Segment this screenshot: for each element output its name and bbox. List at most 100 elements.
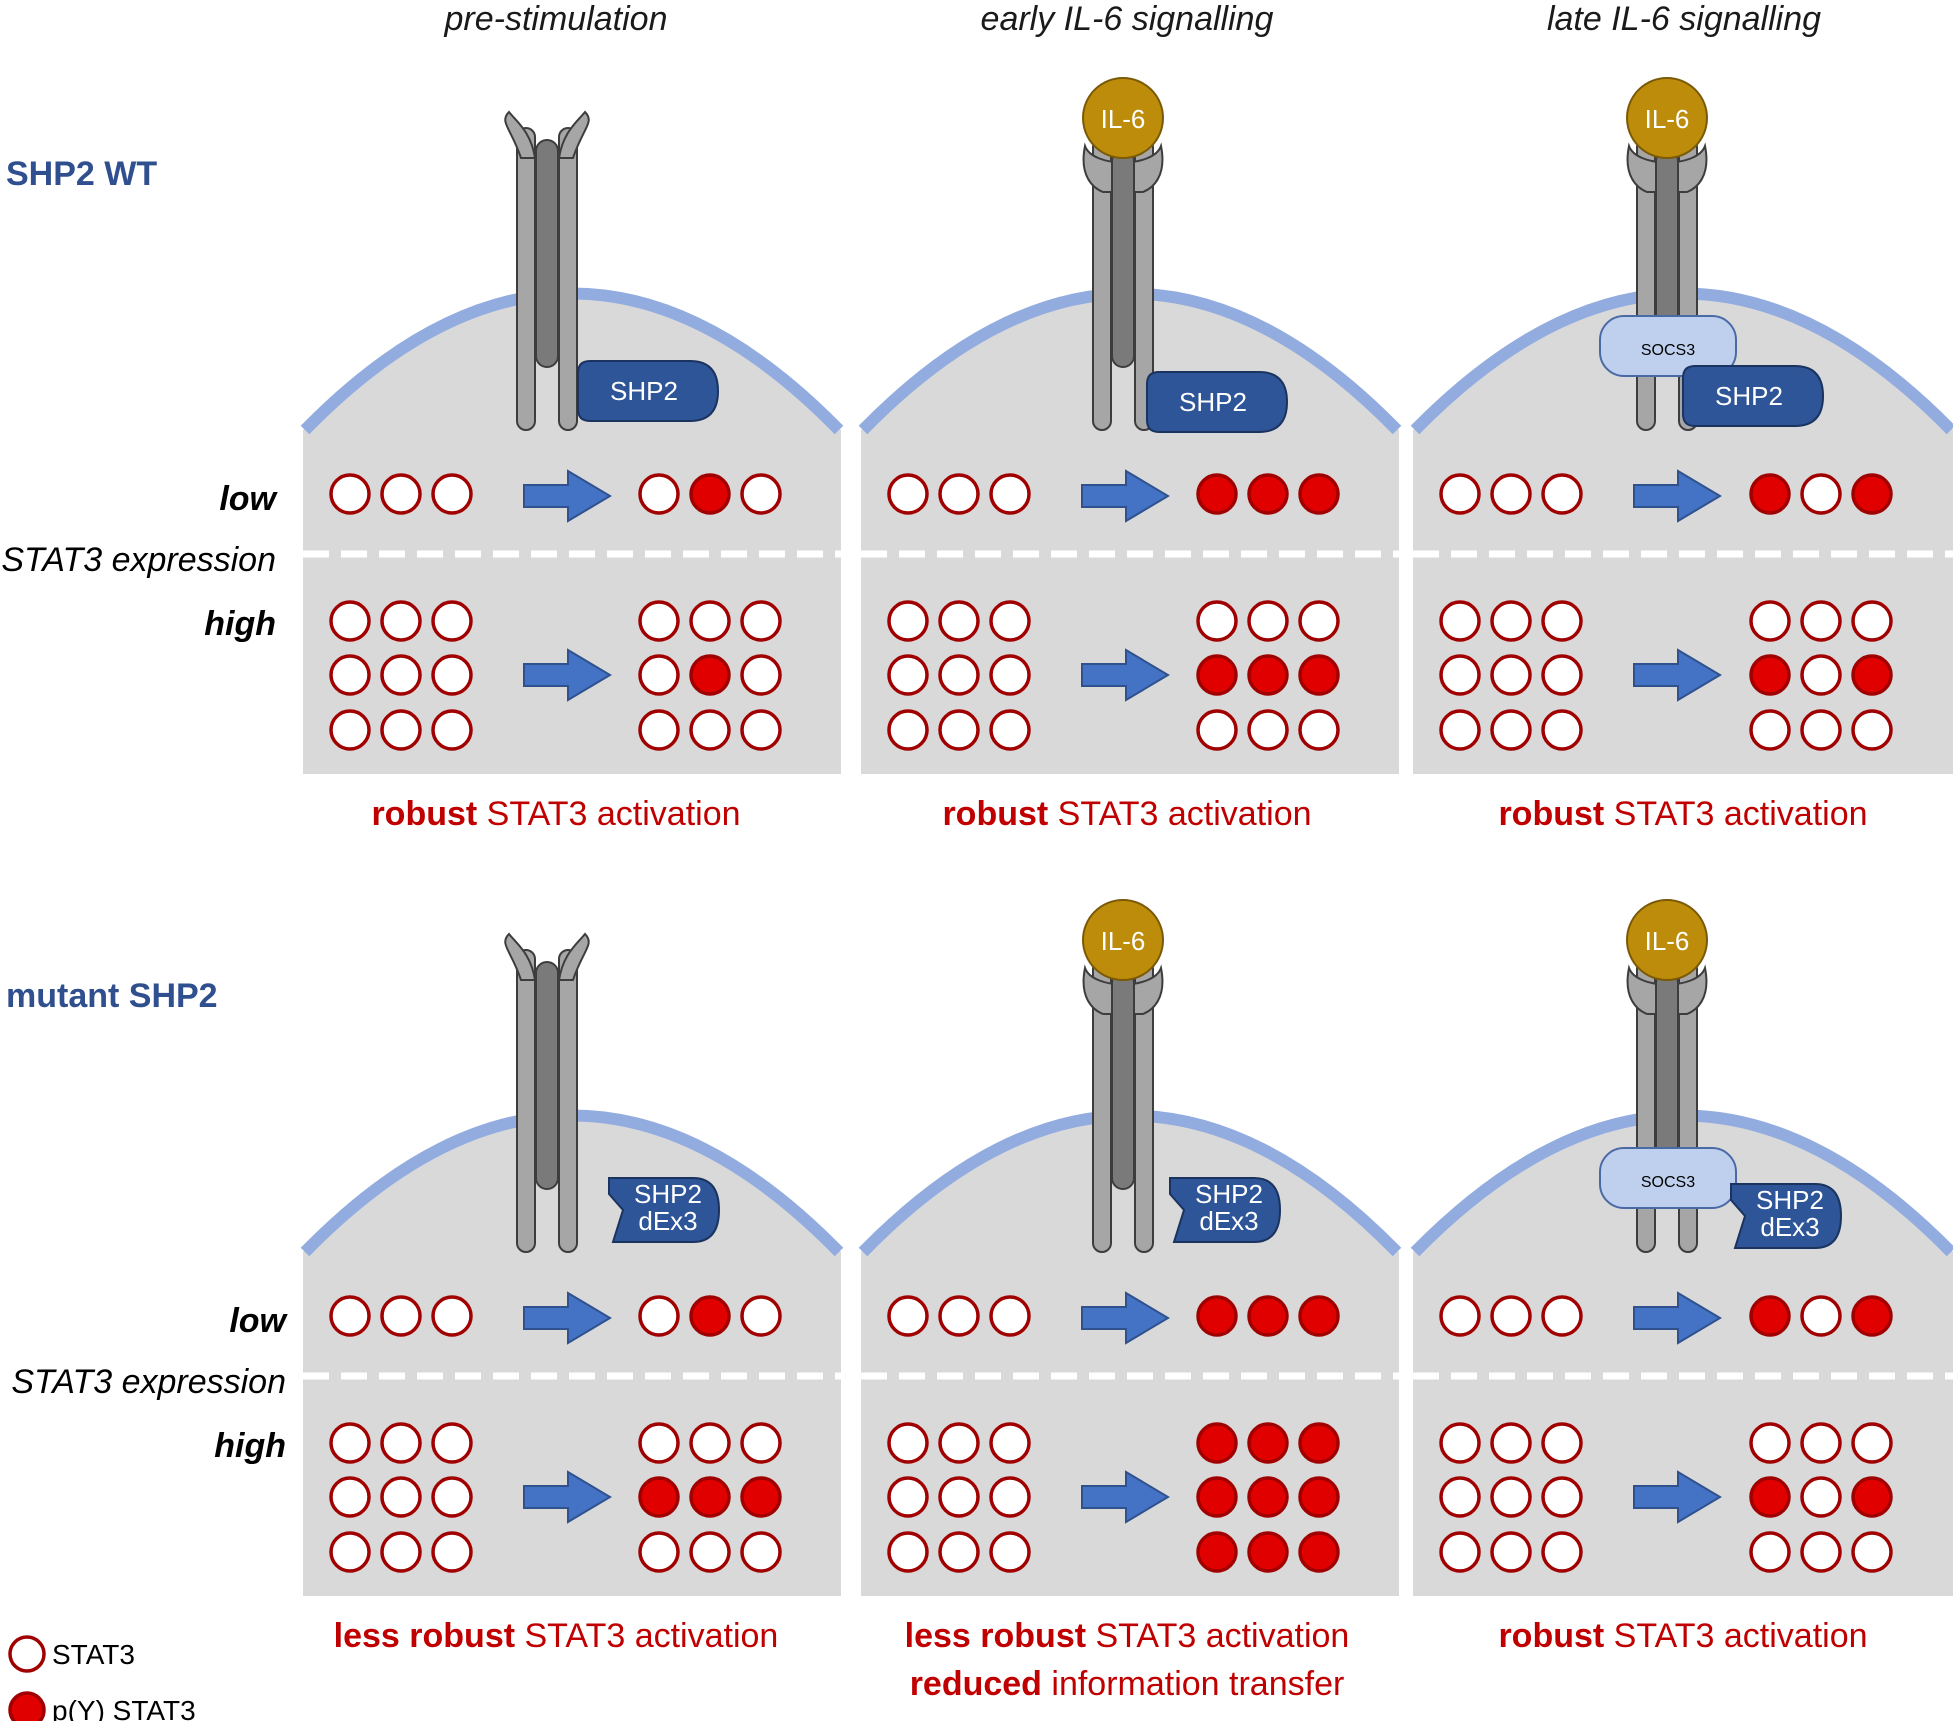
caption-line: less robust STAT3 activation	[905, 1617, 1350, 1655]
receptor-chain	[516, 949, 536, 1253]
pY-stat3-marker	[1298, 1476, 1340, 1518]
stat3-marker	[1800, 1531, 1842, 1573]
stat3-marker	[989, 709, 1031, 751]
legend-stat3-marker	[8, 1635, 46, 1673]
receptor-icon	[504, 110, 590, 431]
stat3-marker	[740, 1422, 782, 1464]
column-header: early IL-6 signalling	[981, 0, 1274, 38]
caption-emphasis: less robust	[334, 1617, 515, 1655]
stat3-marker	[938, 709, 980, 751]
stat3-marker	[1490, 654, 1532, 696]
stat3-marker	[938, 654, 980, 696]
level-high-label: high	[204, 605, 276, 643]
pY-stat3-marker	[1247, 1531, 1289, 1573]
stat3-marker	[380, 1531, 422, 1573]
shp2-label: dEx3	[1760, 1212, 1819, 1242]
legend-label: p(Y) STAT3	[52, 1695, 196, 1721]
stat3-marker	[1541, 1422, 1583, 1464]
stat3-marker	[989, 1295, 1031, 1337]
stat3-marker	[1247, 600, 1289, 642]
receptor-inner-chain	[1111, 971, 1135, 1190]
pY-stat3-marker	[689, 1476, 731, 1518]
stat3-marker	[887, 1422, 929, 1464]
pY-stat3-marker	[1196, 654, 1238, 696]
receptor-arm	[557, 932, 590, 981]
caption-text: STAT3 activation	[1048, 795, 1311, 833]
caption-text: STAT3 activation	[1604, 795, 1867, 833]
stat3-marker	[887, 1531, 929, 1573]
stat3-marker	[329, 1476, 371, 1518]
column-header: pre-stimulation	[444, 0, 668, 38]
pY-stat3-marker	[1247, 473, 1289, 515]
caption-line: robust STAT3 activation	[1498, 795, 1867, 833]
stat3-marker	[1439, 1422, 1481, 1464]
pY-stat3-marker	[1749, 473, 1791, 515]
shp2-protein	[1146, 371, 1289, 433]
stat3-marker	[989, 654, 1031, 696]
stat3-marker	[1490, 1295, 1532, 1337]
pY-stat3-marker	[1196, 1531, 1238, 1573]
caption-line: robust STAT3 activation	[1498, 1617, 1867, 1655]
receptor-inner-chain	[535, 139, 559, 368]
il6-ligand	[1626, 899, 1708, 981]
caption-emphasis: robust	[942, 795, 1048, 833]
stat3-marker	[1541, 1531, 1583, 1573]
stat3-marker	[1851, 709, 1893, 751]
stat3-marker	[1439, 600, 1481, 642]
caption-emphasis: robust	[1498, 1617, 1604, 1655]
stat3-marker	[1196, 709, 1238, 751]
receptor-inner-chain	[535, 961, 559, 1190]
il6-ligand	[1082, 77, 1164, 159]
stat3-marker	[1851, 600, 1893, 642]
stat3-marker	[1800, 709, 1842, 751]
stat3-marker	[431, 1422, 473, 1464]
right-arrow-icon	[1633, 1470, 1722, 1524]
stat3-marker	[1749, 1422, 1791, 1464]
shp2-dex3-protein	[1730, 1183, 1843, 1249]
row-title: mutant SHP2	[6, 977, 218, 1015]
caption-emphasis: robust	[1498, 795, 1604, 833]
stat3-marker	[1298, 600, 1340, 642]
stat3-marker	[1800, 600, 1842, 642]
caption-text: information transfer	[1042, 1665, 1344, 1703]
stat3-marker	[740, 1295, 782, 1337]
stat3-marker	[380, 709, 422, 751]
stat3-marker	[380, 473, 422, 515]
stat3-marker	[1541, 654, 1583, 696]
stat3-marker	[329, 1531, 371, 1573]
stat3-marker	[1439, 709, 1481, 751]
stat3-marker	[989, 1531, 1031, 1573]
receptor-icon	[1626, 137, 1708, 431]
stat3-expression-label: STAT3 expression	[1, 541, 276, 579]
right-arrow-icon	[523, 648, 612, 702]
right-arrow-icon	[1633, 469, 1722, 523]
stat3-marker	[329, 600, 371, 642]
stat3-marker	[740, 709, 782, 751]
stat3-marker	[1298, 709, 1340, 751]
socs3-label: SOCS3	[1641, 342, 1695, 359]
caption-line: less robust STAT3 activation	[334, 1617, 779, 1655]
stat3-marker	[989, 1476, 1031, 1518]
stat3-marker	[887, 1295, 929, 1337]
il6-ligand	[1626, 77, 1708, 159]
stat3-marker	[938, 1295, 980, 1337]
stat3-marker	[1800, 1476, 1842, 1518]
stat3-marker	[638, 1295, 680, 1337]
stat3-marker	[1541, 1476, 1583, 1518]
stat3-marker	[329, 1295, 371, 1337]
stat3-marker	[1196, 600, 1238, 642]
stat3-marker	[740, 654, 782, 696]
stat3-marker	[1490, 473, 1532, 515]
pY-stat3-marker	[689, 654, 731, 696]
stat3-marker	[938, 473, 980, 515]
stat3-marker	[329, 654, 371, 696]
pY-stat3-marker	[1196, 473, 1238, 515]
stat3-marker	[380, 1422, 422, 1464]
stat3-marker	[689, 1422, 731, 1464]
